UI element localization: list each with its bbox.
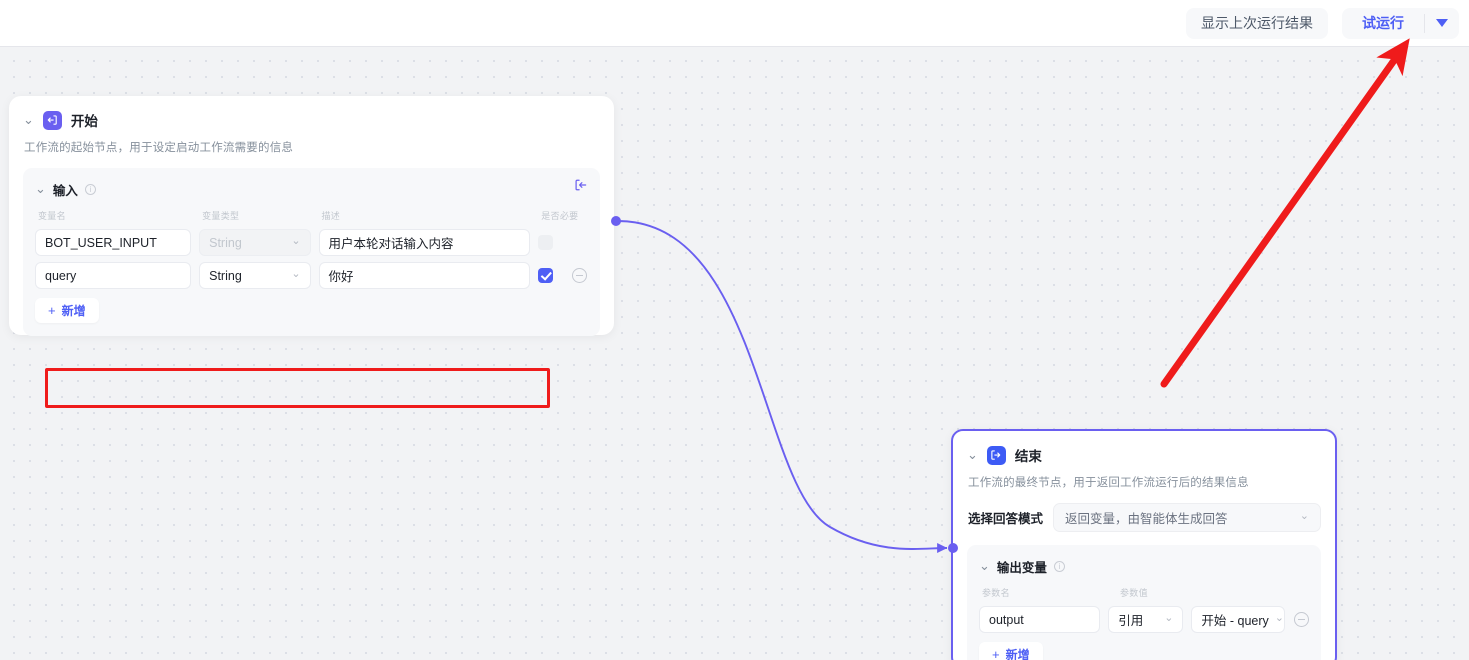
answer-mode-row: 选择回答模式 返回变量，由智能体生成回答 ⌄ [953, 490, 1335, 532]
edge-start-to-end [617, 220, 948, 553]
collapse-chevron-icon[interactable]: ⌄ [23, 111, 34, 127]
input-panel-header: ⌄ 输入 i [35, 180, 588, 199]
table-row: BOT_USER_INPUT String ⌄ 用户本轮对话输入内容 [35, 226, 588, 259]
delete-row-button[interactable] [572, 268, 588, 283]
end-node-title: 结束 [1014, 449, 1042, 464]
chevron-down-icon [1436, 19, 1448, 27]
end-node-header: ⌄ 结束 [953, 431, 1335, 465]
column-header-param-value: 参数值 [1120, 588, 1148, 598]
input-panel-title: 输入 [52, 184, 78, 198]
start-node-title: 开始 [70, 114, 98, 129]
start-node-header: ⌄ 开始 [9, 96, 614, 130]
param-value-ref: 开始 - query [1201, 614, 1269, 628]
output-panel-header: ⌄ 输出变量 i [979, 557, 1309, 576]
output-panel-title: 输出变量 [996, 561, 1047, 575]
required-checkbox[interactable] [538, 268, 554, 283]
info-icon[interactable]: i [1053, 561, 1065, 572]
panel-collapse-chevron-icon[interactable]: ⌄ [35, 181, 46, 196]
variable-description-input[interactable]: 你好 [318, 262, 531, 289]
table-row: output 引用 ⌄ 开始 - query ⌄ [979, 603, 1309, 636]
table-row: query String ⌄ 你好 [35, 259, 588, 292]
add-output-label: 新增 [1005, 648, 1030, 660]
param-name-input[interactable]: output [979, 606, 1101, 633]
top-toolbar: 显示上次运行结果 试运行 [0, 0, 1469, 47]
answer-mode-select[interactable]: 返回变量，由智能体生成回答 ⌄ [1053, 503, 1321, 532]
end-node[interactable]: ⌄ 结束 工作流的最终节点，用于返回工作流运行后的结果信息 选择回答模式 返回变… [951, 429, 1337, 660]
import-variable-icon[interactable] [574, 178, 588, 192]
param-value-ref-select[interactable]: 开始 - query ⌄ [1191, 606, 1285, 633]
test-run-dropdown-button[interactable] [1425, 8, 1459, 39]
variable-type-value: String [209, 235, 242, 250]
workflow-canvas[interactable]: ⌄ 开始 工作流的起始节点，用于设定启动工作流需要的信息 ⌄ 输入 i [0, 47, 1469, 660]
delete-row-button[interactable] [1294, 612, 1309, 627]
answer-mode-value: 返回变量，由智能体生成回答 [1065, 512, 1228, 526]
output-variable-panel: ⌄ 输出变量 i 参数名 参数值 output 引用 ⌄ 开始 - query … [967, 545, 1321, 660]
output-column-headers: 参数名 参数值 [979, 586, 1309, 599]
test-run-button[interactable]: 试运行 [1342, 8, 1424, 39]
variable-name-input[interactable]: BOT_USER_INPUT [35, 229, 192, 256]
test-run-split-button: 试运行 [1342, 7, 1459, 39]
info-icon[interactable]: i [84, 184, 96, 195]
chevron-down-icon: ⌄ [291, 235, 301, 247]
add-row-wrap: + 新增 [35, 298, 588, 323]
required-cell [538, 235, 588, 250]
chevron-down-icon: ⌄ [1164, 612, 1174, 624]
chevron-down-icon: ⌄ [291, 268, 301, 280]
add-input-label: 新增 [61, 304, 86, 318]
column-header-variable-name: 变量名 [38, 211, 66, 221]
start-node-description: 工作流的起始节点，用于设定启动工作流需要的信息 [24, 142, 294, 154]
show-last-run-button[interactable]: 显示上次运行结果 [1186, 7, 1328, 39]
column-header-variable-type: 变量类型 [202, 211, 240, 221]
end-node-description: 工作流的最终节点，用于返回工作流运行后的结果信息 [968, 477, 1249, 489]
chevron-down-icon: ⌄ [1274, 612, 1285, 624]
panel-collapse-chevron-icon[interactable]: ⌄ [979, 558, 990, 573]
required-cell [538, 268, 588, 283]
answer-mode-label: 选择回答模式 [968, 512, 1044, 526]
start-input-panel: ⌄ 输入 i 变量名 变量类型 描述 是否必要 BOT_USER_INPUT [23, 168, 600, 408]
input-column-headers: 变量名 变量类型 描述 是否必要 [35, 209, 588, 222]
start-node[interactable]: ⌄ 开始 工作流的起始节点，用于设定启动工作流需要的信息 ⌄ 输入 i [9, 96, 614, 408]
variable-name-input[interactable]: query [35, 262, 192, 289]
variable-type-value: String [209, 268, 242, 283]
highlight-box-start-row [45, 368, 550, 408]
required-checkbox[interactable] [538, 235, 554, 250]
split-divider [1424, 13, 1425, 33]
end-node-icon [986, 445, 1006, 465]
variable-description-input[interactable]: 用户本轮对话输入内容 [318, 229, 531, 256]
plus-icon: + [48, 303, 56, 318]
add-input-button[interactable]: + 新增 [35, 298, 99, 323]
variable-type-select[interactable]: String ⌄ [199, 262, 311, 289]
column-header-required: 是否必要 [541, 211, 579, 221]
collapse-chevron-icon[interactable]: ⌄ [967, 446, 978, 462]
chevron-down-icon: ⌄ [1299, 510, 1309, 522]
start-node-icon [42, 110, 62, 130]
add-row-wrap: + 新增 [979, 642, 1309, 660]
add-output-button[interactable]: + 新增 [979, 642, 1043, 660]
param-value-type-select[interactable]: 引用 ⌄ [1108, 606, 1184, 633]
param-value-type: 引用 [1118, 614, 1144, 628]
plus-icon: + [992, 647, 1000, 660]
variable-type-select[interactable]: String ⌄ [199, 229, 311, 256]
column-header-description: 描述 [321, 211, 341, 221]
column-header-param-name: 参数名 [982, 588, 1010, 598]
